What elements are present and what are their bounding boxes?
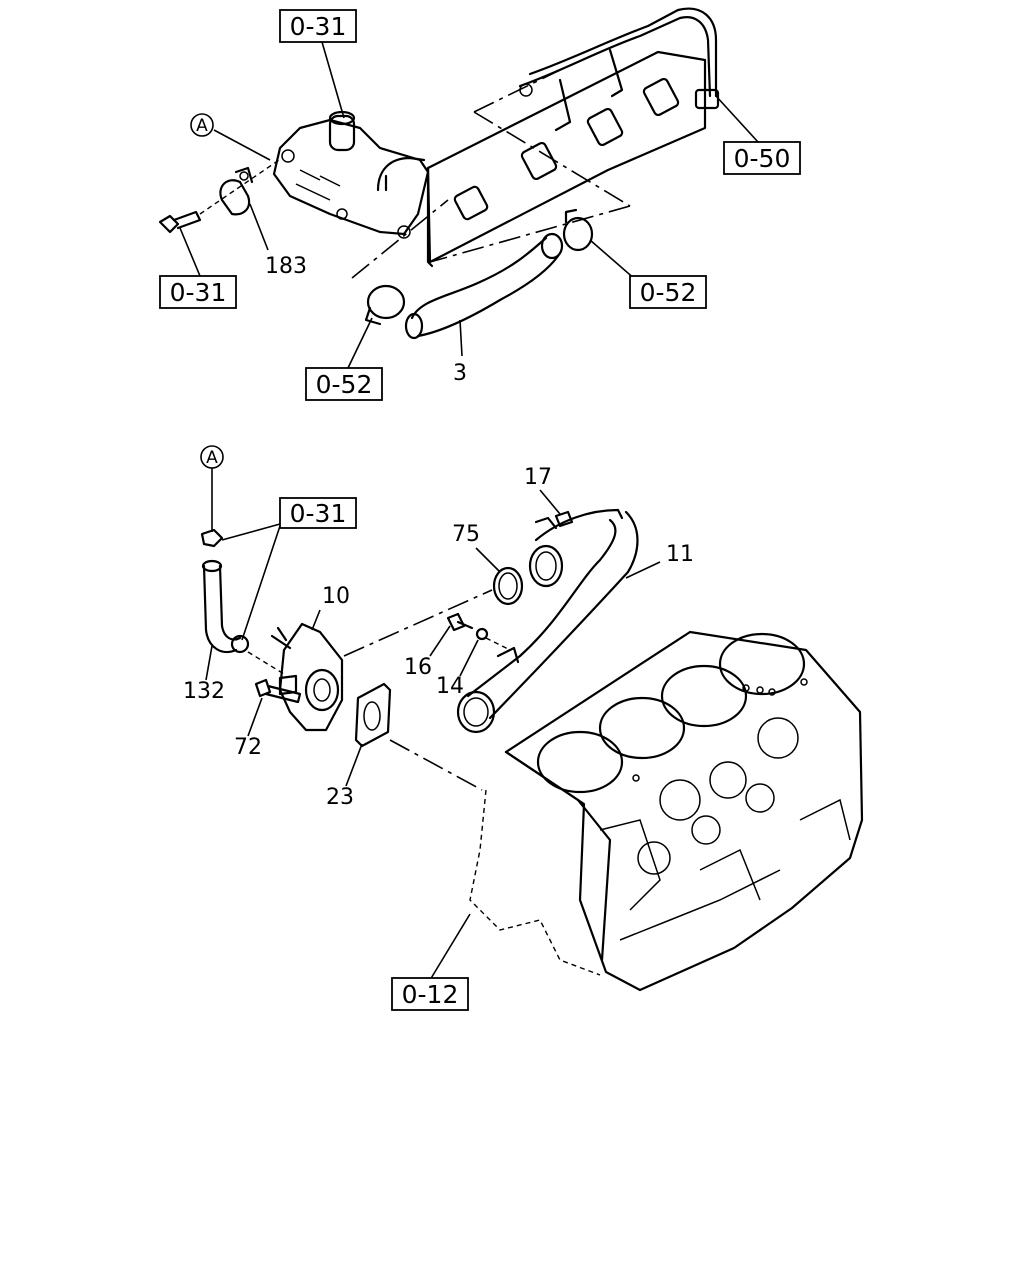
bolt-upper-left <box>158 210 202 234</box>
hose-clamp-left <box>364 284 406 326</box>
phantom-gasket-to-block <box>389 739 483 791</box>
leader-p72 <box>247 697 263 737</box>
part-number: 72 <box>234 735 262 760</box>
leader-r6a <box>221 523 281 541</box>
part-number: 16 <box>404 655 432 680</box>
marker-circle-1: A <box>190 113 214 137</box>
ref-box-6: 0-31 <box>279 497 357 529</box>
small-hose-132 <box>200 528 250 654</box>
bolt-72 <box>254 678 302 704</box>
leader-p132 <box>205 645 213 681</box>
leader-r1 <box>321 41 345 119</box>
part-number: 10 <box>322 584 350 609</box>
washer-14 <box>475 627 489 641</box>
water-pipe-11 <box>456 508 639 734</box>
svg-text:0-31: 0-31 <box>170 278 227 307</box>
leader-r6b <box>241 525 281 641</box>
svg-text:0-52: 0-52 <box>316 370 373 399</box>
leader-p17 <box>539 489 561 515</box>
leader-m1 <box>213 129 271 161</box>
leader-r3 <box>179 227 201 277</box>
leader-p3 <box>459 319 463 357</box>
phantom-outline-manifold <box>351 69 631 279</box>
engine-block-hidden-side <box>469 789 601 976</box>
clamp-183 <box>219 166 254 216</box>
manifold-flange <box>426 50 707 268</box>
part-number: 14 <box>436 674 464 699</box>
leader-p16 <box>429 625 451 657</box>
svg-text:0-50: 0-50 <box>734 144 791 173</box>
svg-text:A: A <box>206 448 218 468</box>
leader-r7 <box>429 913 471 981</box>
svg-text:0-31: 0-31 <box>290 499 347 528</box>
bolt-17 <box>554 510 574 528</box>
outlet-to-hose-axis <box>247 651 285 675</box>
bolt-axis-upper <box>199 157 283 215</box>
water-pipe-upper <box>518 7 720 132</box>
engine-block <box>504 630 864 992</box>
part-number: 17 <box>524 465 552 490</box>
part-number: 3 <box>453 361 467 386</box>
leader-r2 <box>715 95 759 143</box>
hose-3 <box>404 232 564 340</box>
part-number: 75 <box>452 522 480 547</box>
o-ring-75 <box>492 566 524 606</box>
leader-r4 <box>589 239 637 281</box>
valve-housing <box>272 110 430 239</box>
leader-p10 <box>311 609 321 631</box>
leader-p14 <box>459 639 479 677</box>
svg-text:0-12: 0-12 <box>402 980 459 1009</box>
water-outlet-10 <box>270 622 344 732</box>
part-number: 23 <box>326 785 354 810</box>
gasket-23 <box>354 682 392 748</box>
leader-r5 <box>347 317 373 369</box>
leader-p183 <box>249 203 269 251</box>
phantom-outlet-to-pipe <box>343 589 493 657</box>
svg-text:0-31: 0-31 <box>290 12 347 41</box>
part-number: 183 <box>265 254 307 279</box>
marker-circle-2: A <box>200 445 224 469</box>
part-number: 11 <box>666 542 694 567</box>
washer-axis <box>485 637 511 651</box>
hose-clamp-right <box>562 208 594 252</box>
leader-p11 <box>625 561 661 579</box>
leader-p23 <box>345 743 363 787</box>
leader-p75 <box>475 547 501 573</box>
svg-text:A: A <box>196 116 208 136</box>
ref-box-3: 0-31 <box>159 275 237 309</box>
svg-text:0-52: 0-52 <box>640 278 697 307</box>
ref-box-7: 0-12 <box>391 977 469 1011</box>
part-number: 132 <box>183 679 225 704</box>
ref-box-4: 0-52 <box>629 275 707 309</box>
ref-box-2: 0-50 <box>723 141 801 175</box>
bolt-16 <box>446 612 474 632</box>
ref-box-1: 0-31 <box>279 9 357 43</box>
ref-box-5: 0-52 <box>305 367 383 401</box>
